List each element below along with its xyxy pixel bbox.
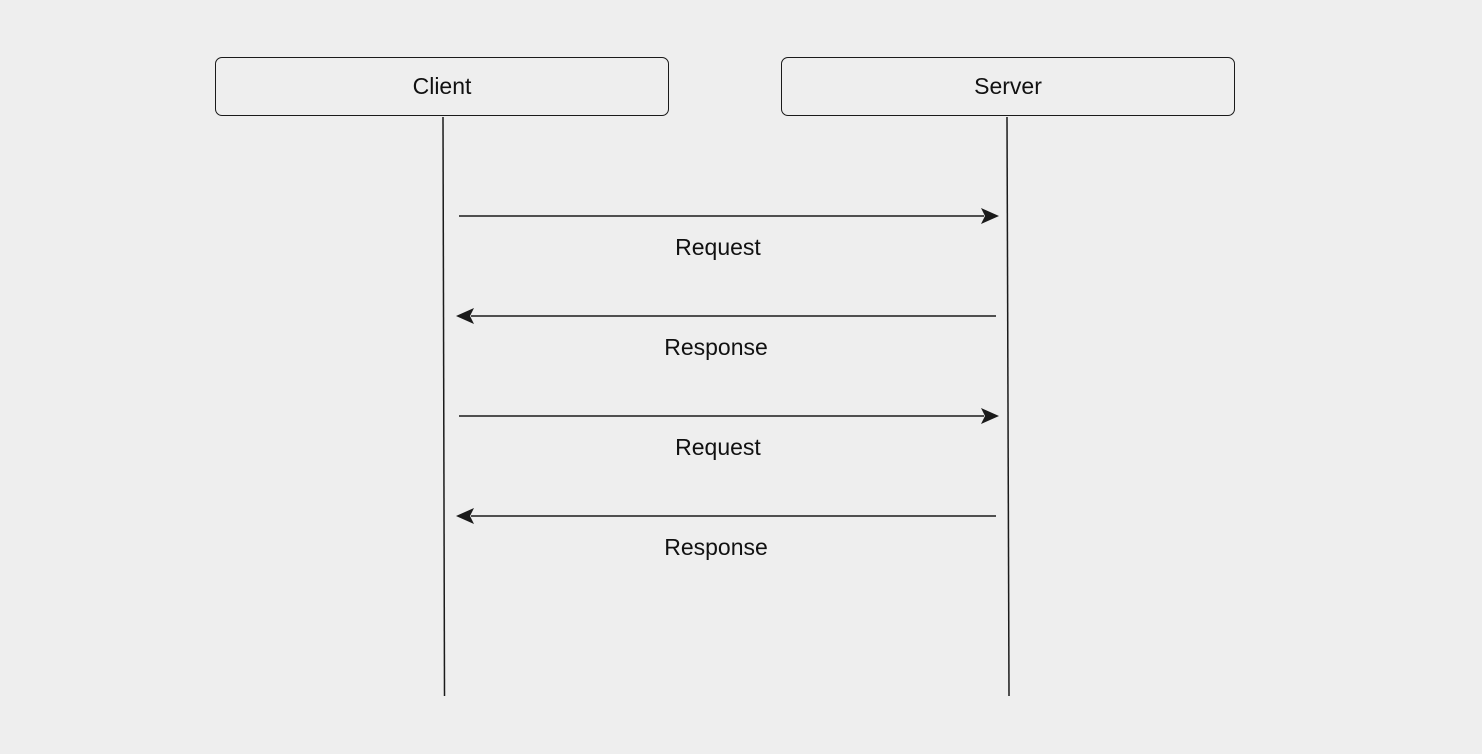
- client-label: Client: [412, 73, 472, 99]
- client-participant-box: Client: [215, 57, 669, 116]
- request-message-label: Request: [675, 234, 761, 260]
- client-lifeline: [442, 116, 446, 697]
- arrowhead-right-icon: [981, 208, 999, 224]
- server-label: Server: [974, 73, 1042, 99]
- arrowhead-left-icon: [456, 508, 474, 524]
- server-participant-box: Server: [781, 57, 1235, 116]
- response-message-label: Response: [664, 534, 768, 560]
- server-lifeline: [1006, 116, 1010, 697]
- arrowhead-right-icon: [981, 408, 999, 424]
- response-message-label: Response: [664, 334, 768, 360]
- arrowhead-left-icon: [456, 308, 474, 324]
- request-message-label: Request: [675, 434, 761, 460]
